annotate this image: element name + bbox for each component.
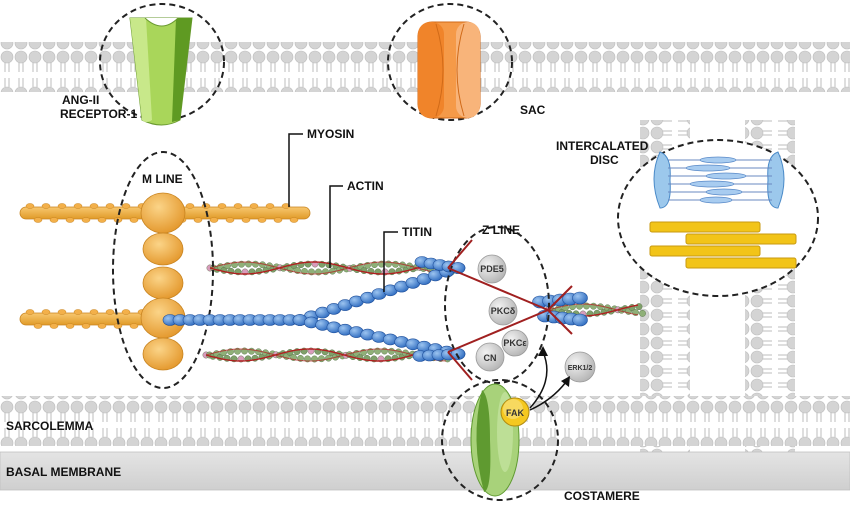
ang-receptor bbox=[99, 3, 225, 126]
sarcolemma-label: SARCOLEMMA bbox=[6, 419, 94, 433]
costamere-label: COSTAMERE bbox=[564, 489, 640, 503]
sac-channel bbox=[387, 3, 513, 121]
pde5-protein: PDE5 bbox=[477, 254, 507, 284]
m-line-label: M LINE bbox=[142, 172, 183, 186]
z-line bbox=[444, 226, 573, 384]
pkc-delta-protein: PKCδ bbox=[488, 296, 518, 326]
fak-to-pkc-arrow bbox=[529, 346, 548, 409]
fak-protein: FAK bbox=[500, 397, 530, 427]
titin-label: TITIN bbox=[402, 225, 432, 239]
actin-filament-top bbox=[206, 260, 455, 276]
erk-label: ERK1/2 bbox=[568, 365, 593, 372]
basal-membrane-label: BASAL MEMBRANE bbox=[6, 465, 121, 479]
intercalated-label-line2: DISC bbox=[590, 153, 619, 167]
pde5-label: PDE5 bbox=[480, 264, 504, 274]
actin-label: ACTIN bbox=[347, 179, 384, 193]
basal-membrane-band bbox=[0, 451, 850, 491]
ang-receptor-label-line2: RECEPTOR-1 bbox=[60, 107, 137, 121]
titin-leader bbox=[383, 231, 398, 292]
leader-lines bbox=[288, 133, 398, 292]
fak-label: FAK bbox=[506, 408, 525, 418]
z-line-label: Z LINE bbox=[482, 223, 520, 237]
cn-protein: CN bbox=[475, 342, 505, 372]
pkc-epsilon-protein: PKCε bbox=[501, 329, 529, 357]
ang-receptor-label-line1: ANG-II bbox=[62, 93, 99, 107]
actin-leader bbox=[329, 185, 343, 268]
sarcolemma-membrane bbox=[0, 396, 850, 446]
intercalated-label-line1: INTERCALATED bbox=[556, 139, 649, 153]
erk-protein: ERK1/2 bbox=[564, 351, 596, 383]
myosin-label: MYOSIN bbox=[307, 127, 354, 141]
myosin-leader bbox=[288, 133, 303, 207]
sac-label: SAC bbox=[520, 103, 546, 117]
intercalated-disc bbox=[617, 139, 819, 297]
fak-to-erk-arrow bbox=[529, 376, 570, 411]
m-line bbox=[112, 151, 214, 389]
cn-label: CN bbox=[484, 353, 497, 363]
pkc-delta-label: PKCδ bbox=[491, 306, 516, 316]
pkc-epsilon-label: PKCε bbox=[503, 338, 527, 348]
